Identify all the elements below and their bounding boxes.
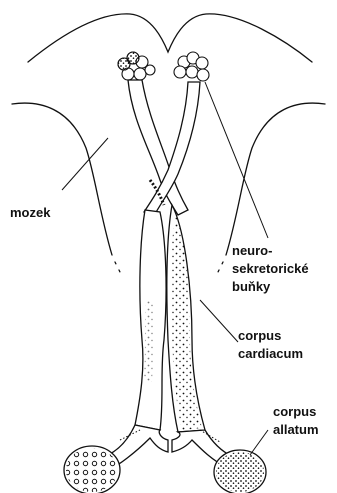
neurosecretory-cells-right — [174, 52, 209, 81]
label-corpus-cardiacum-line2: cardiacum — [238, 346, 303, 361]
brain-lobe-left — [12, 103, 112, 255]
leader-corpus-cardiacum — [200, 300, 238, 342]
leader-corpus-allatum — [250, 430, 268, 455]
label-corpus-cardiacum-line1: corpus — [238, 328, 281, 343]
brain-lobe-right — [226, 103, 325, 255]
label-neurosecretory-line1: neuro- — [232, 243, 272, 258]
label-neurosecretory-line3: buňky — [232, 279, 270, 294]
brain-outline-top — [28, 14, 312, 62]
label-corpus-allatum-line1: corpus — [273, 404, 316, 419]
label-brain: mozek — [10, 205, 50, 220]
label-neurosecretory-line2: sekretorické — [232, 261, 309, 276]
label-corpus-allatum-line2: allatum — [273, 422, 319, 437]
neurosecretory-cells-left — [118, 52, 155, 80]
